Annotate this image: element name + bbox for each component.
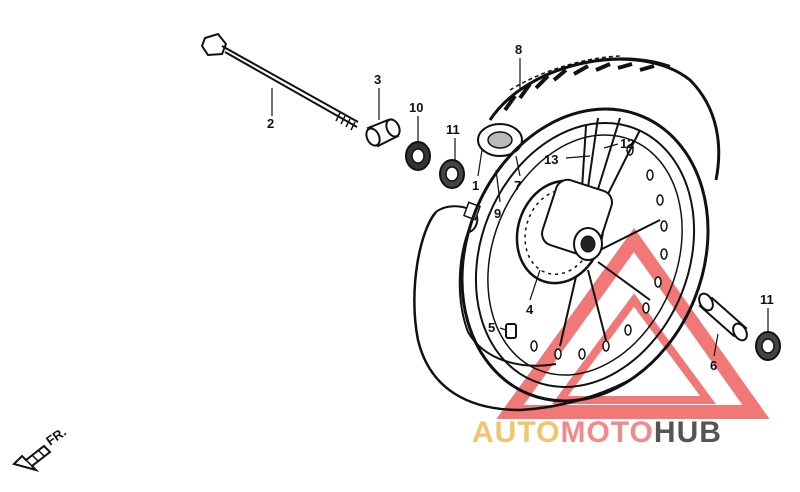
wheel-hub [515,178,613,285]
leader-lines [271,58,769,357]
callout-2: 2 [267,116,274,131]
callout-13: 13 [544,152,558,167]
watermark-auto: AUTO [472,416,560,449]
callouts: 2 3 10 11 8 1 7 9 13 12 4 5 6 11 [267,42,774,373]
callout-4: 4 [526,302,534,317]
svg-text:AUTOMOTOHUB: AUTOMOTOHUB [472,416,722,449]
axle-collar [365,118,401,148]
callout-11-upper: 11 [446,122,460,137]
wheel-rim [460,107,710,403]
tire [477,55,721,181]
axle-spacer [698,292,748,342]
callout-7: 7 [514,178,521,193]
axle-bolt [200,32,359,131]
front-direction-arrow: FR. [12,424,69,472]
callout-1: 1 [472,178,479,193]
callout-11-lower: 11 [760,292,774,307]
watermark-triangle [496,227,770,419]
callout-8: 8 [515,42,522,57]
watermark-moto: MOTO [560,416,653,449]
valve-cap [505,323,517,339]
callout-12: 12 [620,136,634,151]
watermark-logo: AUTOMOTOHUB [472,416,722,449]
front-direction-label: FR. [43,424,69,448]
callout-9: 9 [494,206,501,221]
callout-6: 6 [710,358,717,373]
watermark-hub: HUB [654,416,722,449]
callout-5: 5 [488,320,495,335]
callout-10: 10 [409,100,423,115]
bearing-upper [439,159,465,189]
dust-seal [405,141,431,171]
callout-3: 3 [374,72,381,87]
bearing-lower [755,331,781,361]
